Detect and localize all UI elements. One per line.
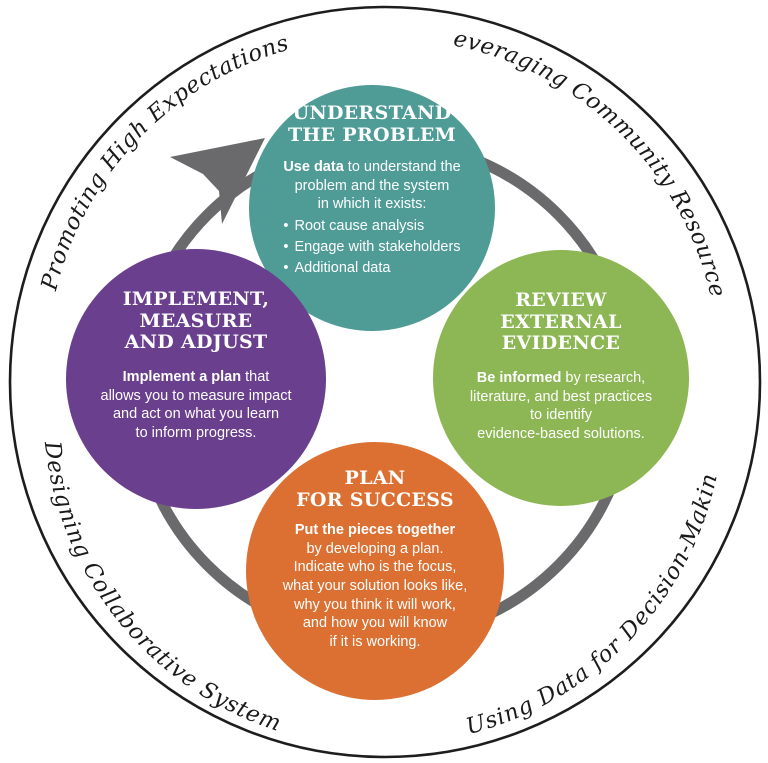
outer-ring (8, 5, 762, 759)
step-description: Implement a plan that allows you to meas… (100, 368, 292, 441)
step-title: UNDERSTAND THE PROBLEM (287, 102, 457, 146)
step-description: Be informed by research, literature, and… (469, 369, 653, 442)
step-bullet-list: Root cause analysis Engage with stakehol… (283, 216, 461, 279)
list-item: Additional data (283, 258, 460, 279)
step-title: REVIEW EXTERNAL EVIDENCE (500, 289, 622, 355)
step-title: IMPLEMENT, MEASURE AND ADJUST (122, 288, 270, 354)
list-item: Root cause analysis (283, 216, 460, 237)
step-title: PLAN FOR SUCCESS (296, 467, 454, 511)
step-description: Use data to understand the problem and t… (283, 159, 461, 213)
step-implement-measure-adjust: IMPLEMENT, MEASURE AND ADJUST Implement … (66, 249, 326, 509)
step-plan-for-success: PLAN FOR SUCCESS Put the pieces together… (246, 442, 504, 700)
step-review-external-evidence: REVIEW EXTERNAL EVIDENCE Be informed by … (433, 250, 689, 506)
step-description: Put the pieces together by developing a … (282, 522, 468, 650)
list-item: Engage with stakeholders (283, 237, 461, 258)
cycle-arrow-head (170, 138, 265, 224)
